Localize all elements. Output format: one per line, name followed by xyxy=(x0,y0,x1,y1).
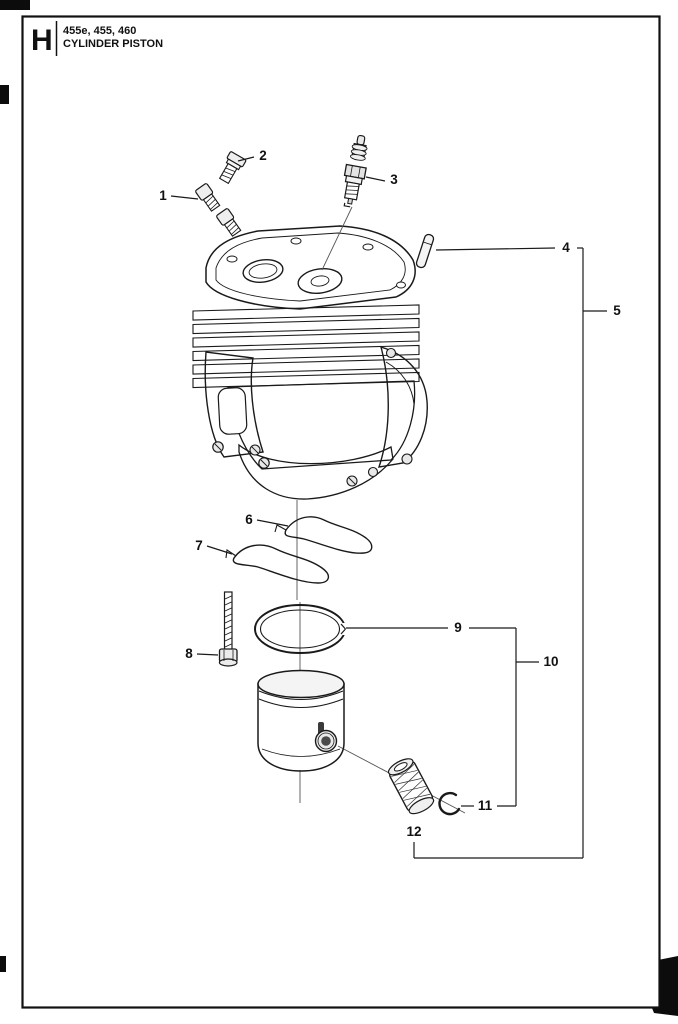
callout-numbers: 1 2 3 4 5 6 7 8 9 10 11 12 xyxy=(159,148,621,839)
callout-6-leader xyxy=(256,519,289,527)
part-6-tab xyxy=(274,524,287,533)
callout-6: 6 xyxy=(245,512,253,527)
callout-12: 12 xyxy=(406,824,421,839)
part-3-spark-plug xyxy=(343,134,368,208)
callout-1-leader xyxy=(170,195,199,200)
left-mounting-bracket xyxy=(204,351,270,469)
part-8-screw xyxy=(218,591,238,667)
callout-3-leader xyxy=(365,176,386,182)
part-4-pin xyxy=(415,233,435,269)
piston xyxy=(257,669,345,772)
cooling-fins xyxy=(192,304,420,389)
part-7-baffle xyxy=(232,544,329,584)
spark-plug-alignment-line xyxy=(321,206,353,271)
callout-11: 11 xyxy=(478,798,493,813)
cylinder-head-top xyxy=(205,225,416,310)
callout-leader-lines xyxy=(170,156,607,859)
part-9-piston-ring xyxy=(254,604,350,654)
page-border-frame xyxy=(21,15,661,1009)
callout-2-leader xyxy=(237,156,255,162)
callout-9: 9 xyxy=(454,620,462,635)
right-mounting-bracket xyxy=(367,345,428,478)
callout-1: 1 xyxy=(159,188,167,203)
callout-8: 8 xyxy=(185,646,193,661)
callout-7: 7 xyxy=(195,538,203,553)
part-2-bolt xyxy=(218,151,247,185)
callout-3: 3 xyxy=(390,172,398,187)
part-12-needle-bearing xyxy=(387,758,435,815)
callout-10: 10 xyxy=(543,654,558,669)
page-title: CYLINDER PISTON xyxy=(63,38,163,50)
part-11-circlip xyxy=(438,791,461,816)
callout-5: 5 xyxy=(613,303,621,318)
callout-4: 4 xyxy=(562,240,570,255)
part-7-tab xyxy=(225,549,237,559)
part-6-baffle xyxy=(284,516,373,554)
callout-7-leader xyxy=(206,545,233,555)
callout-2: 2 xyxy=(259,148,267,163)
flange-screws xyxy=(249,444,358,487)
callout-8-leader xyxy=(196,653,219,656)
model-numbers: 455e, 455, 460 xyxy=(63,25,136,37)
section-letter: H xyxy=(31,24,53,57)
title-block: H 455e, 455, 460 CYLINDER PISTON xyxy=(31,21,163,57)
cylinder-assembly xyxy=(192,225,428,500)
part-1-plug-fittings xyxy=(195,183,242,237)
callout-4-leader xyxy=(435,247,556,251)
